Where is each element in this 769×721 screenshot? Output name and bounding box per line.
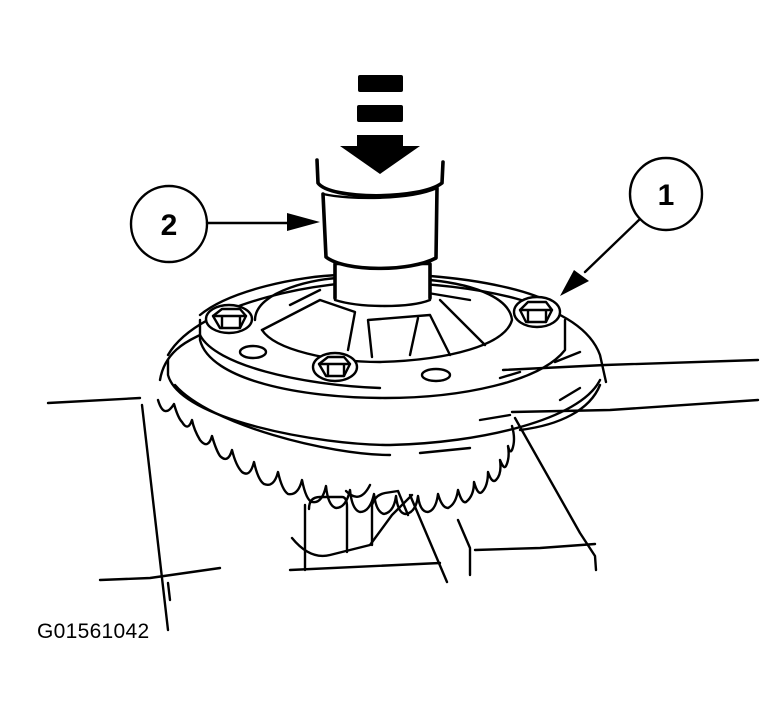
figure-code: G01561042 — [37, 620, 150, 643]
callout-2-label: 2 — [161, 209, 178, 242]
press-direction-arrow-icon — [340, 75, 420, 174]
bench-fixture — [46, 358, 760, 632]
callout-1-label: 1 — [658, 179, 675, 212]
ring-gear — [156, 273, 608, 516]
callout-2: 2 — [129, 184, 320, 264]
ring-gear-bolt-center — [311, 351, 359, 383]
callout-1: 1 — [560, 156, 704, 296]
ring-gear-bolt-left — [204, 303, 254, 335]
ring-gear-bolt-right — [512, 295, 562, 329]
press-tool — [315, 158, 445, 308]
